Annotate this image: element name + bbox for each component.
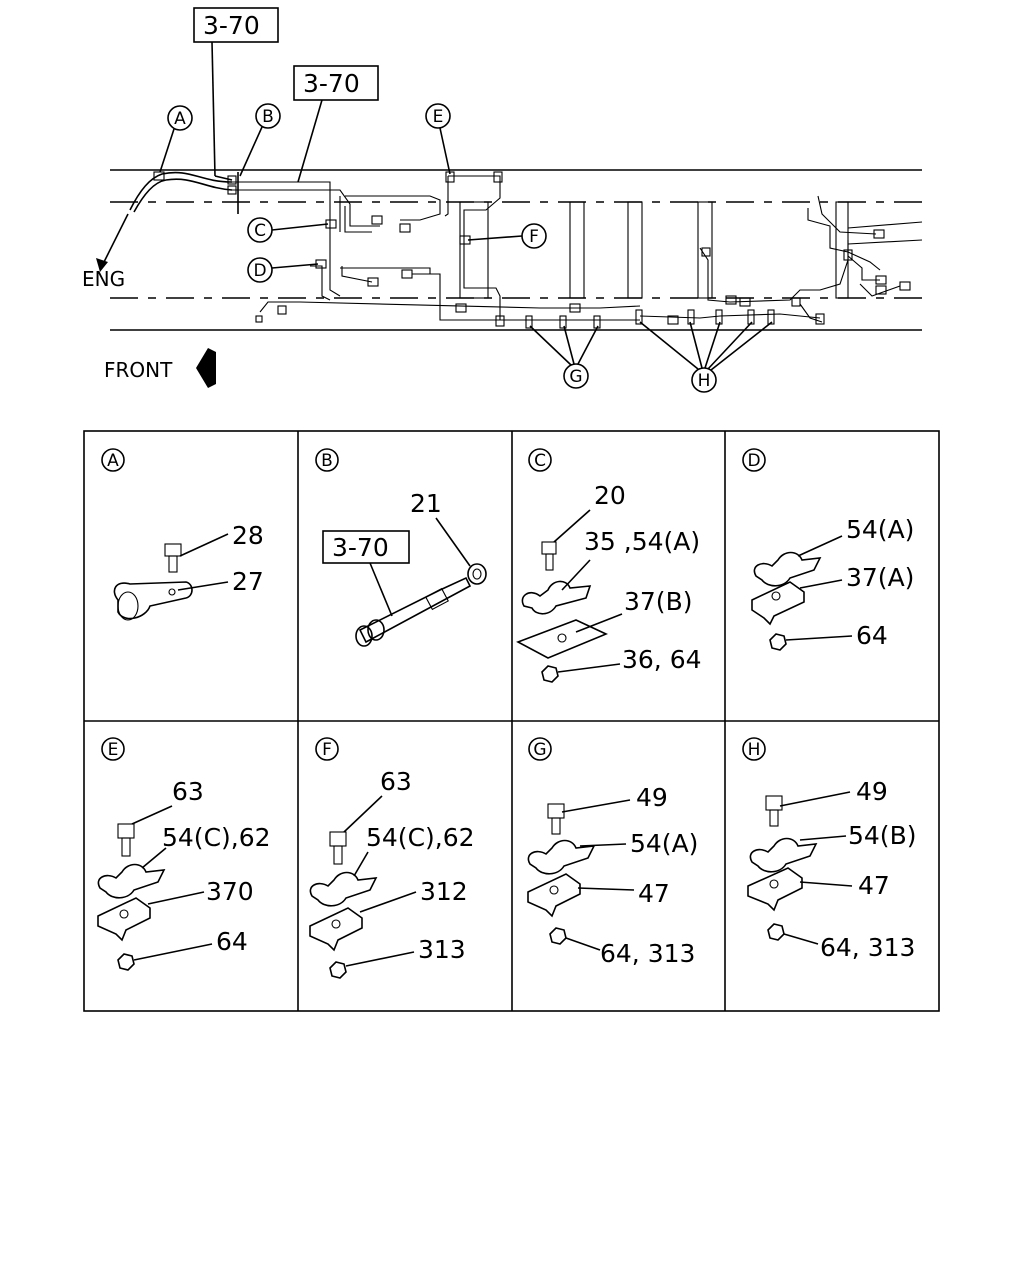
callout-E: E	[425, 103, 451, 175]
panel-F-label-4: 313	[418, 935, 466, 964]
panel-F-label-2: 54(C),62	[366, 823, 475, 852]
panel-G-label-3: 47	[638, 879, 670, 908]
svg-text:F: F	[529, 227, 539, 247]
callout-B: B	[239, 103, 281, 177]
panel-G-label-1: 49	[636, 783, 668, 812]
panel-E-label-3: 370	[206, 877, 254, 906]
panel-H-label-3: 47	[858, 871, 890, 900]
panel-A: A 28 27	[101, 448, 264, 621]
label-front: FRONT	[104, 358, 173, 382]
ref-box-3-70-a-text: 3-70	[203, 11, 260, 40]
panel-E-label-1: 63	[172, 777, 204, 806]
panel-A-label-2: 27	[232, 567, 264, 596]
panel-F: F 63 54(C),62 312 313	[309, 737, 475, 979]
panel-B-ref-text: 3-70	[332, 533, 389, 562]
panel-C-letter: C	[534, 451, 546, 471]
panel-H-label-4: 64, 313	[820, 933, 915, 962]
panel-D-letter: D	[747, 451, 760, 471]
panel-E-label-4: 64	[216, 927, 248, 956]
svg-text:G: G	[569, 367, 582, 387]
panel-B-ref-box	[322, 530, 410, 564]
panel-C-label-4: 36, 64	[622, 645, 702, 674]
panel-D-label-3: 64	[856, 621, 888, 650]
front-arrow-icon	[196, 348, 216, 388]
svg-text:D: D	[253, 261, 266, 281]
ref-box-3-70-a	[193, 7, 279, 43]
callout-F: F	[467, 223, 547, 249]
panel-D: D 54(A) 37(A) 64	[742, 448, 914, 651]
callout-A: A	[159, 105, 193, 173]
panel-G: G 49 54(A) 47 64, 313	[527, 737, 698, 968]
panel-F-label-1: 63	[380, 767, 412, 796]
callout-D: D	[247, 257, 319, 283]
panel-H-label-1: 49	[856, 777, 888, 806]
panel-C: C 20 35 ,54(A) 37(B) 36, 64	[516, 448, 702, 683]
svg-text:H: H	[698, 371, 711, 391]
callout-G: G	[529, 325, 599, 389]
callout-C: C	[247, 217, 329, 243]
panel-H: H 49 54(B) 47 64, 313	[742, 737, 916, 962]
panel-F-label-3: 312	[420, 877, 468, 906]
panel-D-label-1: 54(A)	[846, 515, 914, 544]
panel-E: E 63 54(C),62 370 64	[97, 737, 271, 971]
panel-G-letter: G	[533, 740, 546, 760]
detail-grid	[83, 430, 940, 1012]
ref-box-3-70-b	[293, 65, 379, 101]
chassis-diagram: 3-70 3-70 ENG FRONT A B C D	[82, 7, 923, 393]
panel-D-label-2: 37(A)	[846, 563, 914, 592]
panel-B-letter: B	[321, 451, 333, 471]
label-eng: ENG	[82, 267, 125, 291]
panel-A-letter: A	[107, 451, 119, 471]
panel-G-label-4: 64, 313	[600, 939, 695, 968]
panel-B: B 3-70 21	[315, 448, 487, 647]
panel-F-letter: F	[322, 740, 332, 760]
panel-B-label-1: 21	[410, 489, 442, 518]
svg-text:B: B	[262, 107, 274, 127]
svg-text:E: E	[433, 107, 444, 127]
svg-text:C: C	[254, 221, 266, 241]
panel-C-label-1: 20	[594, 481, 626, 510]
panel-H-label-2: 54(B)	[848, 821, 916, 850]
panel-E-label-2: 54(C),62	[162, 823, 271, 852]
panel-G-label-2: 54(A)	[630, 829, 698, 858]
panel-C-label-2: 35 ,54(A)	[584, 527, 700, 556]
panel-C-label-3: 37(B)	[624, 587, 692, 616]
panel-A-label-1: 28	[232, 521, 264, 550]
ref-box-3-70-b-text: 3-70	[303, 69, 360, 98]
svg-text:A: A	[174, 109, 186, 129]
callout-H: H	[639, 321, 773, 393]
panel-E-letter: E	[108, 740, 119, 760]
panel-H-letter: H	[748, 740, 761, 760]
